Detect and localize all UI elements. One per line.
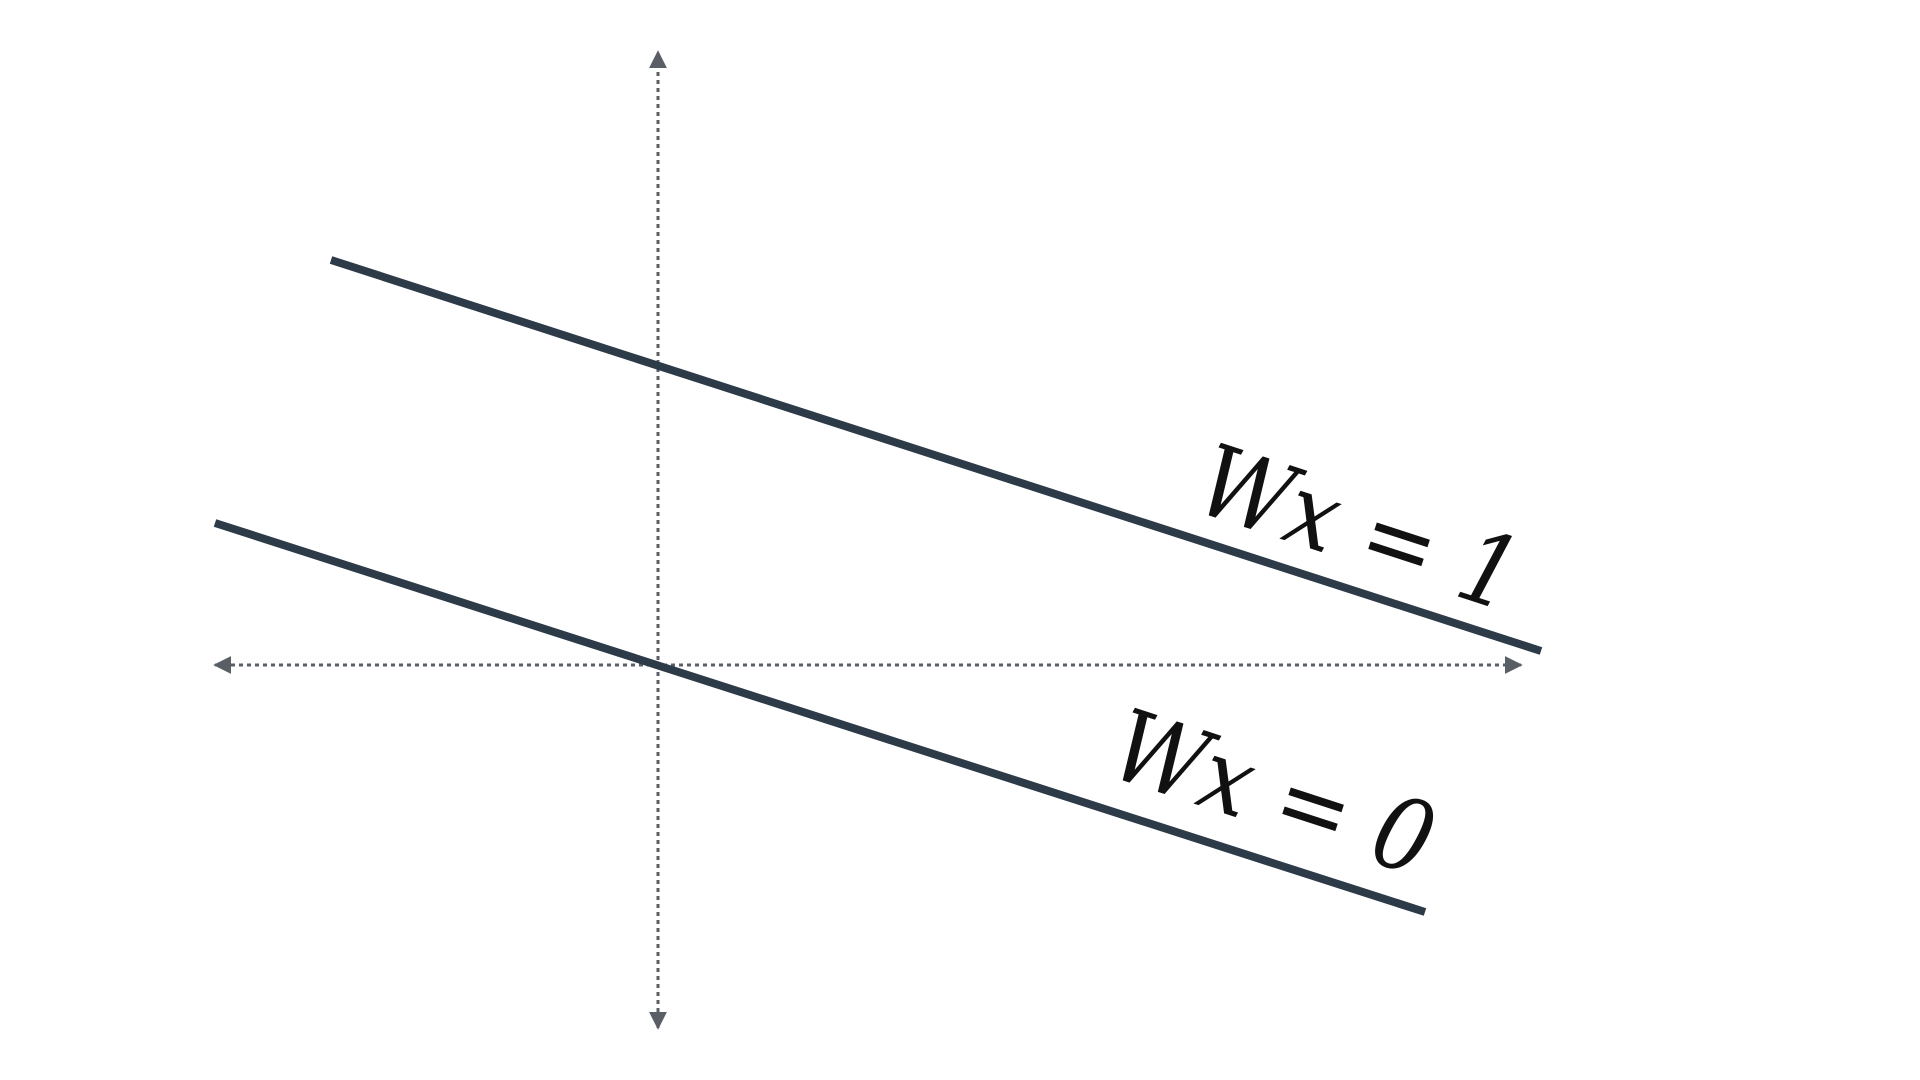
line-wx-equals-0 <box>213 519 1427 916</box>
line-wx-equals-1 <box>329 256 1543 655</box>
label-wx-equals-0: Wx = 0 <box>1099 687 1449 900</box>
label-wx-equals-1: Wx = 1 <box>1185 422 1535 635</box>
